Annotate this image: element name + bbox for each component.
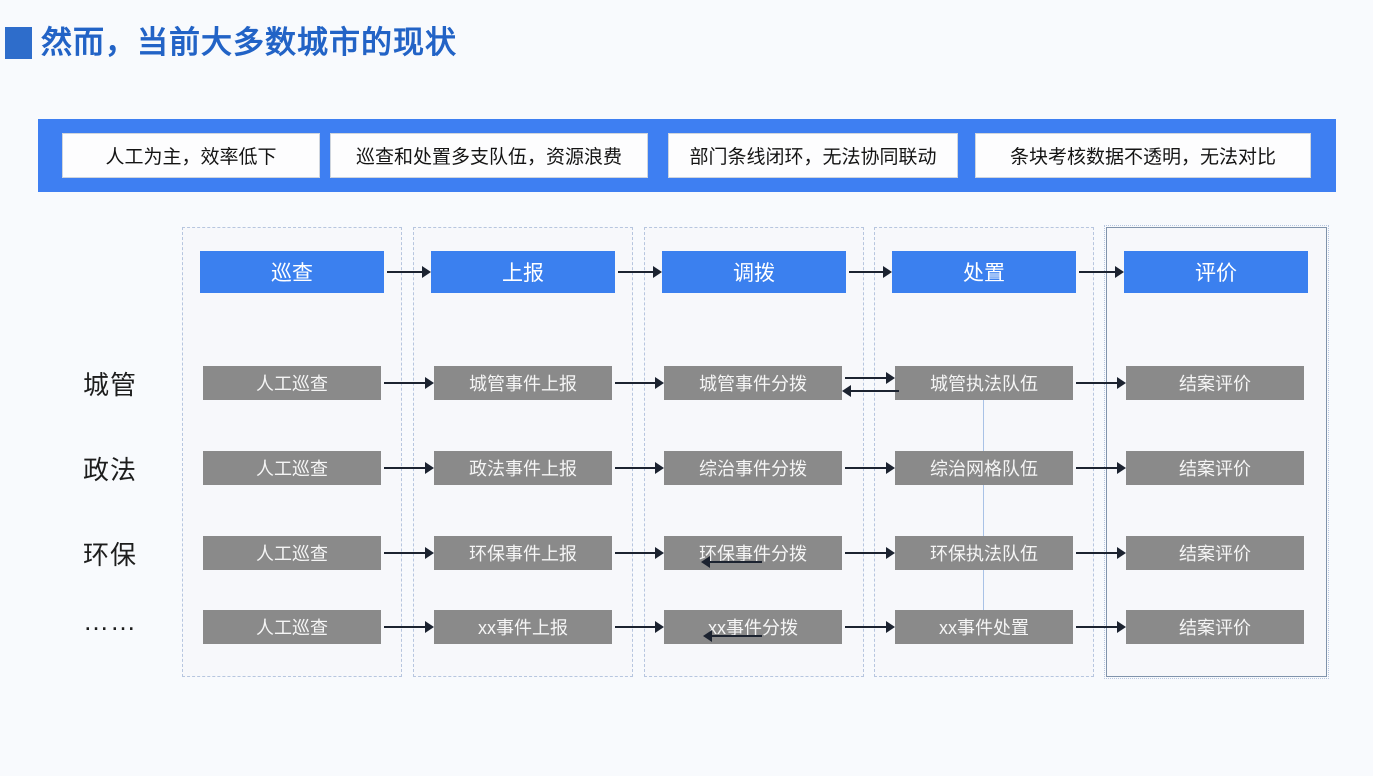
flow-cell: 结案评价: [1126, 451, 1304, 485]
flow-cell: 综治网格队伍: [895, 451, 1073, 485]
flow-return-arrow: [701, 556, 762, 568]
flow-return-arrow: [703, 630, 762, 642]
stage-arrow: [849, 266, 892, 278]
flow-cell: 人工巡查: [203, 536, 381, 570]
row-label-zhengfa: 政法: [82, 454, 137, 485]
handle-column-connector-line: [983, 400, 984, 610]
problem-item-3: 部门条线闭环，无法协同联动: [668, 133, 958, 178]
flow-arrow: [1076, 462, 1126, 474]
page-title: 然而，当前大多数城市的现状: [41, 25, 457, 60]
stage-arrow: [387, 266, 431, 278]
stage-arrow: [618, 266, 662, 278]
flow-arrow: [384, 462, 434, 474]
flow-arrow: [1076, 547, 1126, 559]
title-accent-square: [5, 27, 32, 59]
flow-cell: 结案评价: [1126, 366, 1304, 400]
flow-return-arrow: [842, 385, 899, 397]
stage-header-handle: 处置: [892, 251, 1076, 293]
flow-cell: xx事件处置: [895, 610, 1073, 644]
flow-cell: 环保执法队伍: [895, 536, 1073, 570]
flow-cell: 结案评价: [1126, 610, 1304, 644]
stage-arrow: [1079, 266, 1124, 278]
flow-cell: 结案评价: [1126, 536, 1304, 570]
row-label-ellipsis: ……: [83, 605, 137, 636]
stage-header-dispatch: 调拨: [662, 251, 846, 293]
flow-arrow: [615, 621, 664, 633]
flow-arrow: [845, 547, 895, 559]
row-label-huanbao: 环保: [82, 539, 137, 570]
problem-item-1: 人工为主，效率低下: [62, 133, 320, 178]
flow-cell: 政法事件上报: [434, 451, 612, 485]
flow-cell: xx事件分拨: [664, 610, 842, 644]
row-label-chengguan: 城管: [82, 369, 137, 400]
flow-cell: 环保事件上报: [434, 536, 612, 570]
flow-arrow: [384, 621, 434, 633]
stage-header-inspect: 巡查: [200, 251, 384, 293]
problem-item-2: 巡查和处置多支队伍，资源浪费: [330, 133, 648, 178]
problem-item-4: 条块考核数据不透明，无法对比: [975, 133, 1311, 178]
flow-cell: 人工巡查: [203, 610, 381, 644]
flow-arrow: [615, 377, 664, 389]
flow-arrow: [845, 372, 895, 384]
flow-arrow: [845, 462, 895, 474]
flow-arrow: [1076, 377, 1126, 389]
flow-arrow: [615, 547, 664, 559]
flow-cell: xx事件上报: [434, 610, 612, 644]
flow-cell: 城管事件上报: [434, 366, 612, 400]
flow-cell: 人工巡查: [203, 451, 381, 485]
flow-arrow: [1076, 621, 1126, 633]
problem-banner: 人工为主，效率低下 巡查和处置多支队伍，资源浪费 部门条线闭环，无法协同联动 条…: [38, 119, 1336, 192]
flow-cell: 人工巡查: [203, 366, 381, 400]
flow-cell: 城管执法队伍: [895, 366, 1073, 400]
flow-arrow: [384, 547, 434, 559]
stage-header-report: 上报: [431, 251, 615, 293]
stage-header-evaluate: 评价: [1124, 251, 1308, 293]
flow-cell: 环保事件分拨: [664, 536, 842, 570]
flow-arrow: [384, 377, 434, 389]
flow-cell: 城管事件分拨: [664, 366, 842, 400]
flow-arrow: [615, 462, 664, 474]
flow-arrow: [845, 621, 895, 633]
flow-cell: 综治事件分拨: [664, 451, 842, 485]
